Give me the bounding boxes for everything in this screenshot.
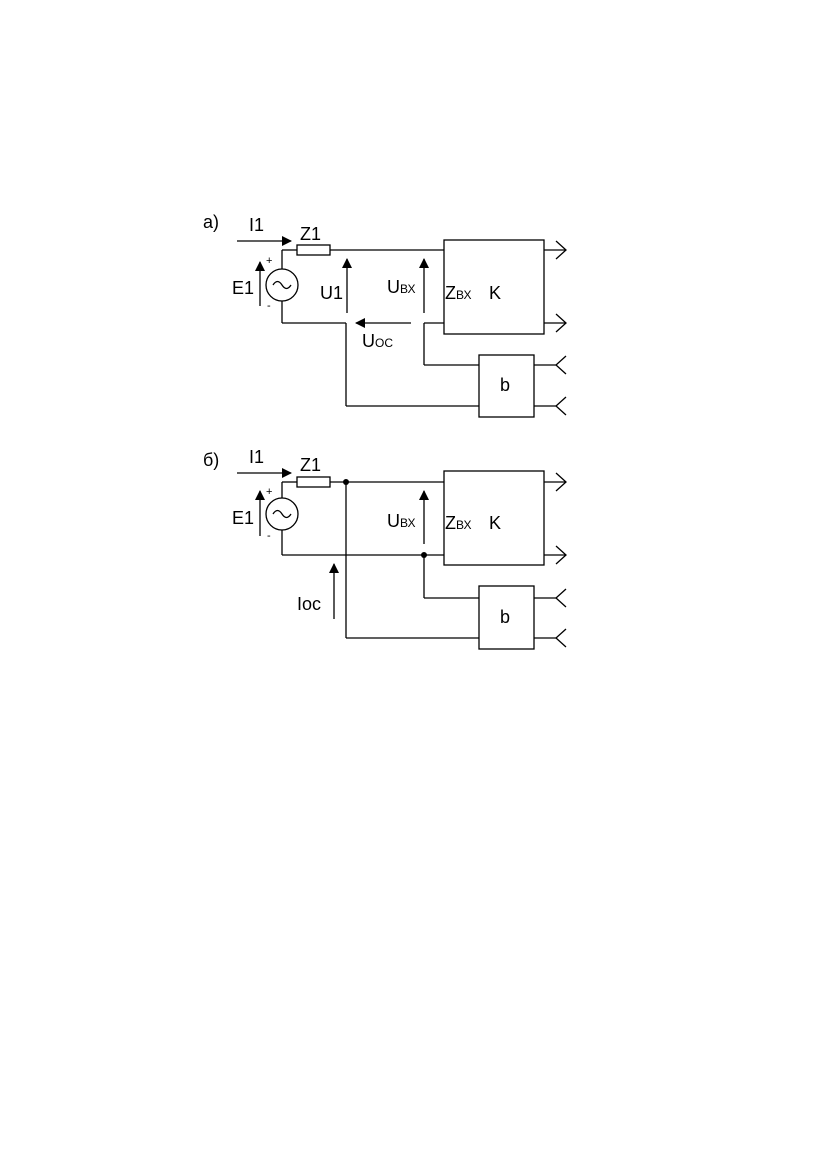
ac-symbol-icon	[272, 280, 292, 290]
diagram-a-label: а)	[203, 212, 219, 232]
amplifier-block	[443, 239, 545, 335]
feedback-terminal-icon	[555, 588, 567, 608]
amplifier-block	[443, 470, 545, 566]
minus-sign: -	[267, 530, 271, 542]
output-terminal-icon	[555, 545, 567, 565]
uin-label: UВХ	[387, 277, 415, 297]
plus-sign: +	[266, 486, 272, 498]
amplifier-label: K	[489, 283, 501, 303]
output-terminal-icon	[555, 313, 567, 333]
diagram-b-label: б)	[203, 450, 219, 470]
feedback-terminal-icon	[555, 396, 567, 416]
feedback-terminal-icon	[555, 628, 567, 648]
u1-label: U1	[320, 283, 343, 303]
feedback-block-label: b	[500, 607, 510, 627]
input-impedance-label: ZВХ	[445, 283, 471, 303]
feedback-current-label: Ioc	[297, 594, 321, 614]
resistor-z1	[296, 244, 331, 256]
diagram-a: а) I1 Z1 + - E1 U1 UВХ UОС ZВХ K	[203, 212, 567, 418]
source-label: E1	[232, 508, 254, 528]
feedback-terminal-icon	[555, 355, 567, 375]
resistor-label: Z1	[300, 224, 321, 244]
ac-symbol-icon	[272, 509, 292, 519]
source-label: E1	[232, 278, 254, 298]
feedback-block	[478, 354, 535, 418]
resistor-label: Z1	[300, 455, 321, 475]
output-terminal-icon	[555, 240, 567, 260]
resistor-z1	[296, 476, 331, 488]
input-current-label: I1	[249, 447, 264, 467]
output-terminal-icon	[555, 472, 567, 492]
input-impedance-label: ZВХ	[445, 513, 471, 533]
input-current-label: I1	[249, 215, 264, 235]
feedback-voltage-label: UОС	[362, 331, 393, 351]
minus-sign: -	[267, 300, 271, 312]
amplifier-label: K	[489, 513, 501, 533]
plus-sign: +	[266, 255, 272, 267]
feedback-block-label: b	[500, 375, 510, 395]
feedback-block	[478, 585, 535, 650]
uin-label: UВХ	[387, 511, 415, 531]
diagram-b: б) I1 Z1 + - E1 UВХ Ioc ZВХ K	[203, 447, 567, 650]
